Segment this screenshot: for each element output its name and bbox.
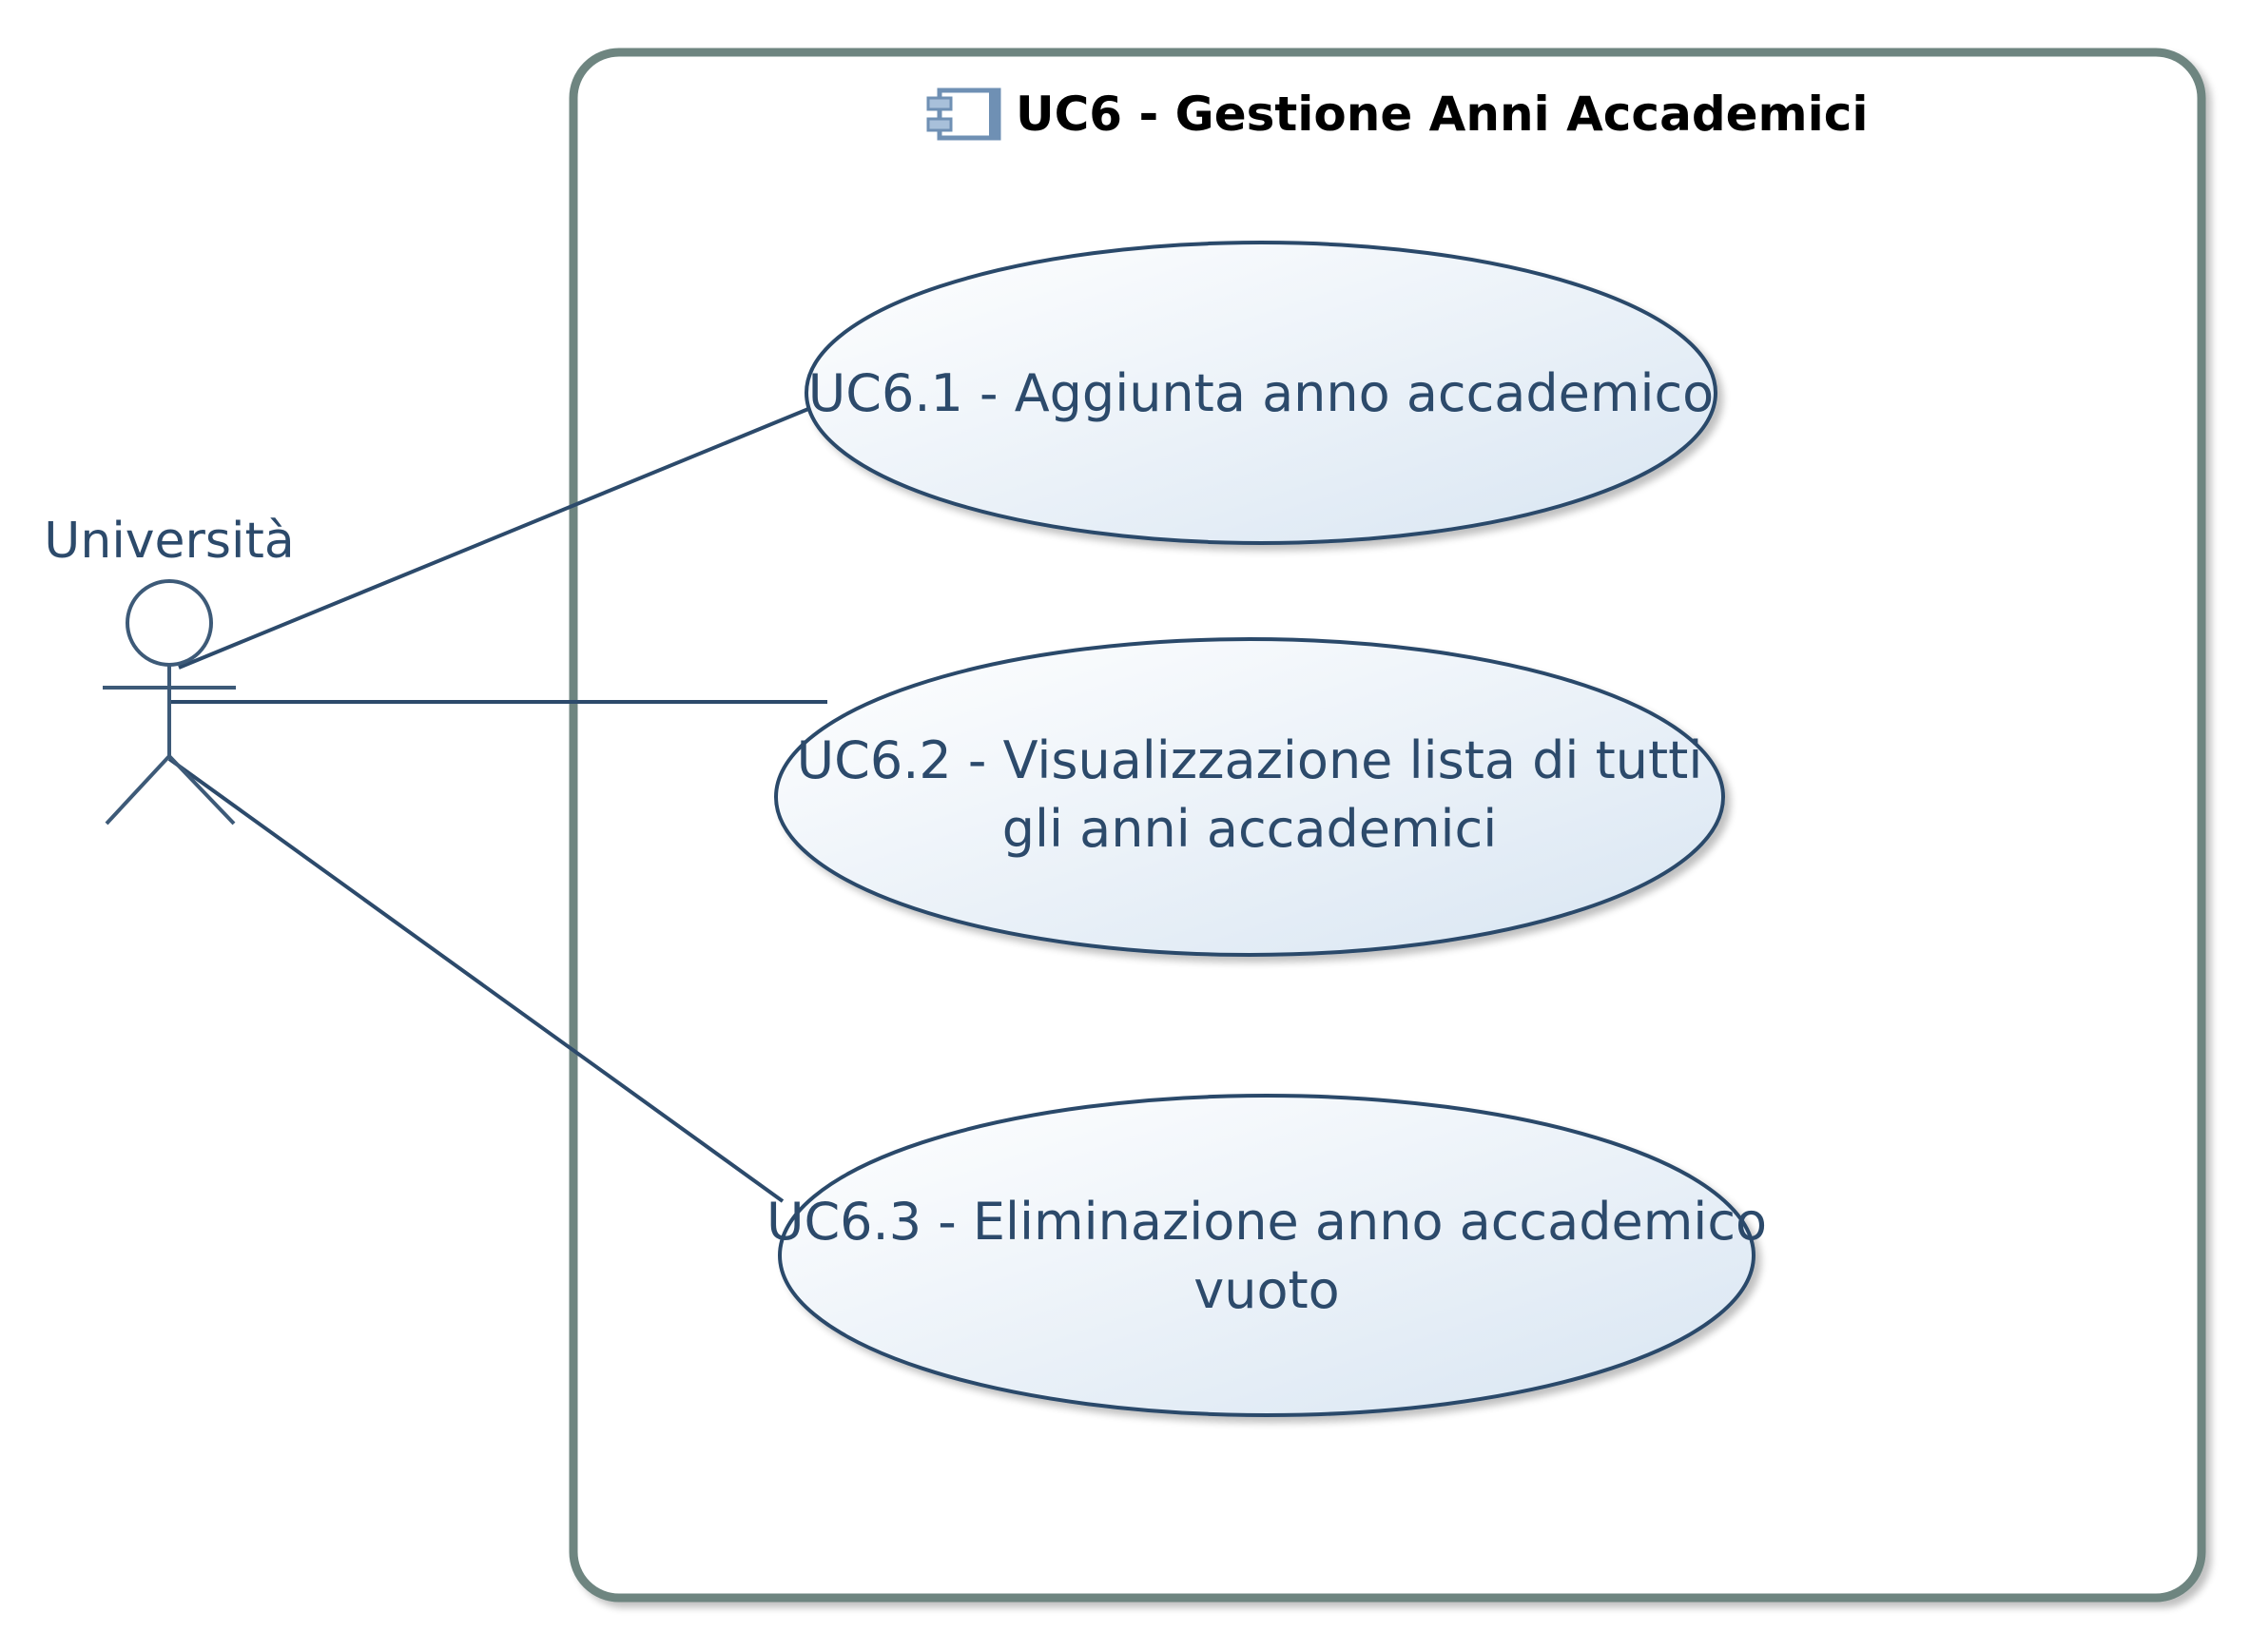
use-case-label-line-2: gli anni accademici: [1002, 799, 1498, 859]
actor-stick-figure-icon: [103, 579, 236, 826]
use-case-label-line-1: UC6.3 - Eliminazione anno accademico: [766, 1192, 1767, 1252]
use-case-label-line-2: vuoto: [1193, 1260, 1339, 1320]
actor-universita[interactable]: Università: [44, 513, 295, 826]
system-title: UC6 - Gestione Anni Accademici: [926, 87, 1869, 142]
actor-name: Università: [44, 513, 294, 570]
association-uc6-3[interactable]: [167, 757, 785, 1203]
system-title-text: UC6 - Gestione Anni Accademici: [1016, 87, 1869, 142]
component-icon: [926, 87, 1001, 141]
use-case-uc6-1[interactable]: UC6.1 - Aggiunta anno accademico: [805, 241, 1717, 545]
use-case-uc6-2[interactable]: UC6.2 - Visualizzazione lista di tutti g…: [774, 637, 1725, 957]
associations: [167, 407, 827, 1203]
association-uc6-1[interactable]: [178, 407, 809, 670]
use-case-label: UC6.1 - Aggiunta anno accademico: [808, 363, 1714, 423]
use-case-label-line-1: UC6.2 - Visualizzazione lista di tutti: [797, 730, 1703, 790]
use-case-uc6-3[interactable]: UC6.3 - Eliminazione anno accademico vuo…: [766, 1094, 1767, 1417]
